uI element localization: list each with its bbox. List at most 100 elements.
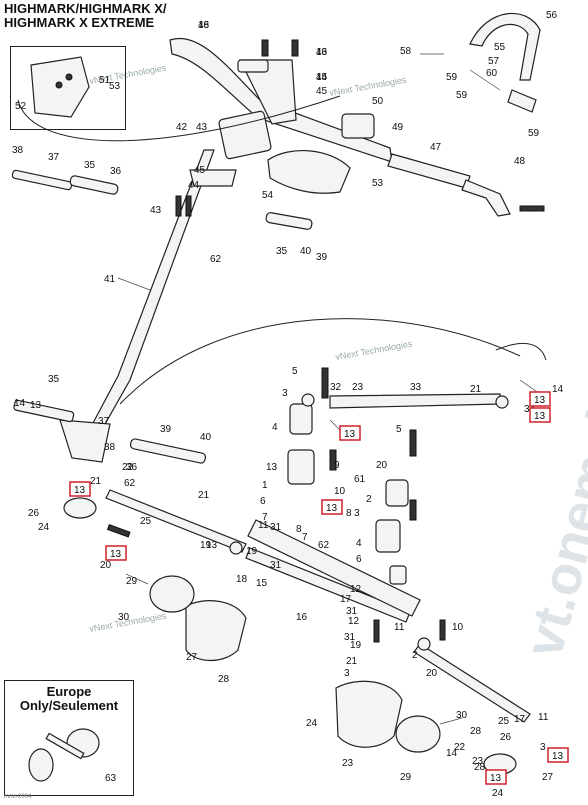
link-arc-upper [17, 95, 341, 142]
bolt-mid-1 [175, 195, 182, 217]
callout-44-11: 44 [188, 180, 200, 191]
callout-27-71: 27 [186, 652, 198, 663]
callout-5-41: 5 [396, 424, 402, 435]
callout-3-99: 3 [344, 668, 350, 679]
callout-36-9: 36 [110, 166, 122, 177]
callout-59-22: 59 [528, 128, 540, 139]
callout-43-12: 43 [150, 205, 162, 216]
leader-lines [117, 53, 541, 725]
callout-18-115: 18 [198, 20, 210, 31]
highlight-box-2 [339, 425, 361, 441]
highlighted-callout-3: 13 [69, 481, 91, 497]
ball-joint-4 [495, 395, 509, 409]
callout-39-31: 39 [316, 252, 328, 263]
callout-10-102: 10 [452, 622, 464, 633]
callout-59-21: 59 [456, 90, 468, 101]
bolt-mid-2 [185, 195, 192, 217]
callout-21-100: 21 [346, 656, 358, 667]
callout-23-90: 23 [342, 758, 354, 769]
callout-1-44: 1 [262, 480, 268, 491]
highlighted-callout-1: 13 [529, 407, 551, 423]
highlight-label-6: 13 [552, 751, 564, 762]
drag-link [245, 547, 411, 623]
knob-stem [45, 732, 85, 760]
callout-2-96: 2 [412, 650, 418, 661]
callout-3-53: 3 [354, 508, 360, 519]
inset-drawing: 51 52 53 [15, 56, 121, 118]
bolt-col-3 [329, 449, 337, 471]
callout-19-77: 19 [200, 540, 212, 551]
callout-2-52: 2 [366, 494, 372, 505]
highlight-label-4: 13 [326, 503, 338, 514]
callout-48-27: 48 [514, 156, 526, 167]
watermark-1: vNext Technologies [329, 75, 408, 98]
callout-38-6: 38 [12, 145, 24, 156]
footer-code: mmr-2004 [4, 794, 32, 800]
callout-4-54: 4 [356, 538, 362, 549]
bolt-group [106, 39, 545, 643]
callout-53-25: 53 [372, 178, 384, 189]
highlight-label-5: 13 [110, 549, 122, 560]
highlight-box-7 [485, 769, 507, 785]
callout-50-23: 50 [372, 96, 384, 107]
callout-19-49: 19 [246, 546, 258, 557]
callout-62-60: 62 [318, 540, 330, 551]
callout-36-87: 36 [126, 462, 138, 473]
inset-detail-box: 51 52 53 [10, 46, 126, 130]
callout-6-45: 6 [260, 496, 266, 507]
highlight-box-0 [529, 391, 551, 407]
handlebar-riser [239, 59, 297, 125]
callout-11-95: 11 [394, 622, 405, 633]
highlighted-callout-5: 13 [105, 545, 127, 561]
callout-39-82: 39 [160, 424, 172, 435]
callout-19-97: 19 [350, 640, 362, 651]
bushing-upper-left [289, 403, 313, 435]
callout-26-70: 26 [28, 508, 40, 519]
callout-55-17: 55 [494, 42, 506, 53]
callout-35-29: 35 [276, 246, 288, 257]
callout-38-85: 38 [104, 442, 116, 453]
callout-20-51: 20 [376, 460, 388, 471]
callout-29-73: 29 [126, 576, 138, 587]
callout-13-65: 13 [206, 540, 218, 551]
callout-41-13: 41 [104, 274, 116, 285]
heated-cable-loop [469, 12, 541, 81]
europe-label-line-1: Europe [46, 684, 92, 699]
callout-24-107: 24 [492, 788, 504, 799]
callout-56-15: 56 [546, 10, 558, 21]
callout-6-55: 6 [356, 554, 362, 565]
callout-3-104: 3 [540, 742, 546, 753]
linkage-upper-left [11, 169, 119, 195]
mirror-hook [341, 113, 375, 139]
callout-9-42: 9 [334, 460, 340, 471]
bushing-lower-left [287, 449, 315, 485]
highlight-box-3 [69, 481, 91, 497]
callout-4-40: 4 [272, 422, 278, 433]
callout-16-62: 16 [296, 612, 308, 623]
steering-arm-plate [247, 519, 421, 617]
callout-40-83: 40 [200, 432, 212, 443]
bolt-left-rod [106, 524, 131, 538]
bolt-top-2 [291, 39, 299, 57]
callout-13-43: 13 [266, 462, 278, 473]
callout-7-46: 7 [262, 512, 268, 523]
highlight-box-6 [547, 747, 569, 763]
callout-47-26: 47 [430, 142, 442, 153]
column-bracket-upper [189, 169, 237, 187]
callout-31-75: 31 [270, 522, 282, 533]
steering-column [83, 149, 215, 441]
bolt-col-2 [409, 429, 417, 457]
callout-44-2: 44 [316, 72, 328, 83]
callout-21-66: 21 [198, 490, 210, 501]
callout-17-114: 17 [514, 714, 526, 725]
callout-35-86: 35 [48, 374, 60, 385]
callout-61-59: 61 [354, 474, 366, 485]
callout-11-103: 11 [538, 712, 549, 723]
callout-37-7: 37 [48, 152, 60, 163]
callout-17-63: 17 [340, 594, 352, 605]
lower-tie-rod [413, 643, 531, 723]
callout-32-33: 32 [330, 382, 342, 393]
grip-right [387, 153, 471, 189]
callout-24-89: 24 [306, 718, 318, 729]
